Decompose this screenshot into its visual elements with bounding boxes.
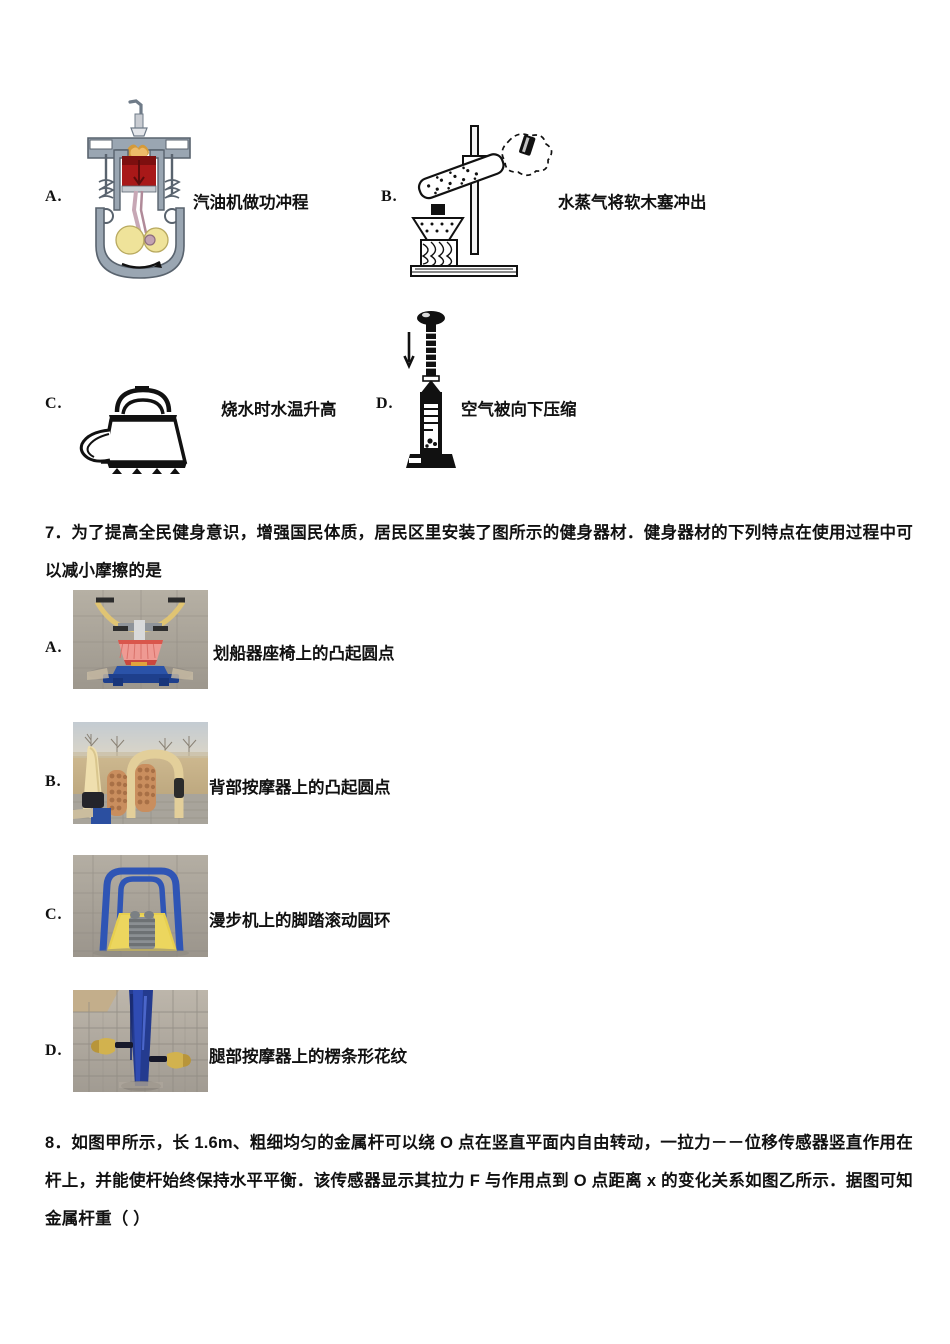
q7-option-d-letter: D. (45, 1042, 63, 1059)
elliptical-walker-photo-graphic (73, 855, 208, 957)
q6-option-c-letter: C. (45, 395, 63, 412)
q7-option-b-letter: B. (45, 773, 62, 790)
q7-option-a-label: 划船器座椅上的凸起圆点 (213, 645, 395, 663)
q6-option-d-letter: D. (376, 395, 394, 412)
rowing-machine-seat-photo-graphic (73, 590, 208, 689)
kettle-icon (79, 386, 188, 474)
q7-option-d-photo (73, 990, 208, 1092)
q7-option-c-photo (73, 855, 208, 957)
back-massager-photo-graphic (73, 722, 208, 824)
q7-option-b-photo (73, 722, 208, 824)
question7-stem: 7．为了提高全民健身意识，增强国民体质，居民区里安装了图所示的健身器材．健身器材… (45, 524, 913, 580)
q7-option-c-label: 漫步机上的脚踏滚动圆环 (209, 912, 391, 930)
steam-cork-experiment-icon (410, 125, 553, 277)
q7-option-c-letter: C. (45, 906, 63, 923)
q7-option-d-label: 腿部按摩器上的楞条形花纹 (209, 1048, 407, 1066)
q6-option-d-label: 空气被向下压缩 (461, 401, 577, 419)
air-pump-icon (403, 311, 456, 468)
q7-option-a-letter: A. (45, 639, 63, 656)
q6-option-b-label: 水蒸气将软木塞冲出 (558, 194, 707, 212)
question8-stem: 8．如图甲所示，长 1.6m、粗细均匀的金属杆可以绕 O 点在竖直平面内自由转动… (45, 1134, 913, 1228)
gasoline-engine-power-stroke-icon (87, 99, 191, 279)
q6-option-b-letter: B. (381, 188, 398, 205)
q6-option-a-figure (84, 98, 196, 282)
q7-option-b-label: 背部按摩器上的凸起圆点 (209, 779, 391, 797)
q7-option-a-photo (73, 590, 208, 689)
q6-option-b-figure (405, 120, 555, 280)
q6-option-c-figure (75, 378, 210, 474)
q6-option-a-label: 汽油机做功冲程 (193, 194, 309, 212)
q6-option-a-letter: A. (45, 188, 63, 205)
q6-option-d-figure (400, 308, 456, 474)
q6-option-c-label: 烧水时水温升高 (221, 401, 337, 419)
leg-massager-photo-graphic (73, 990, 208, 1092)
